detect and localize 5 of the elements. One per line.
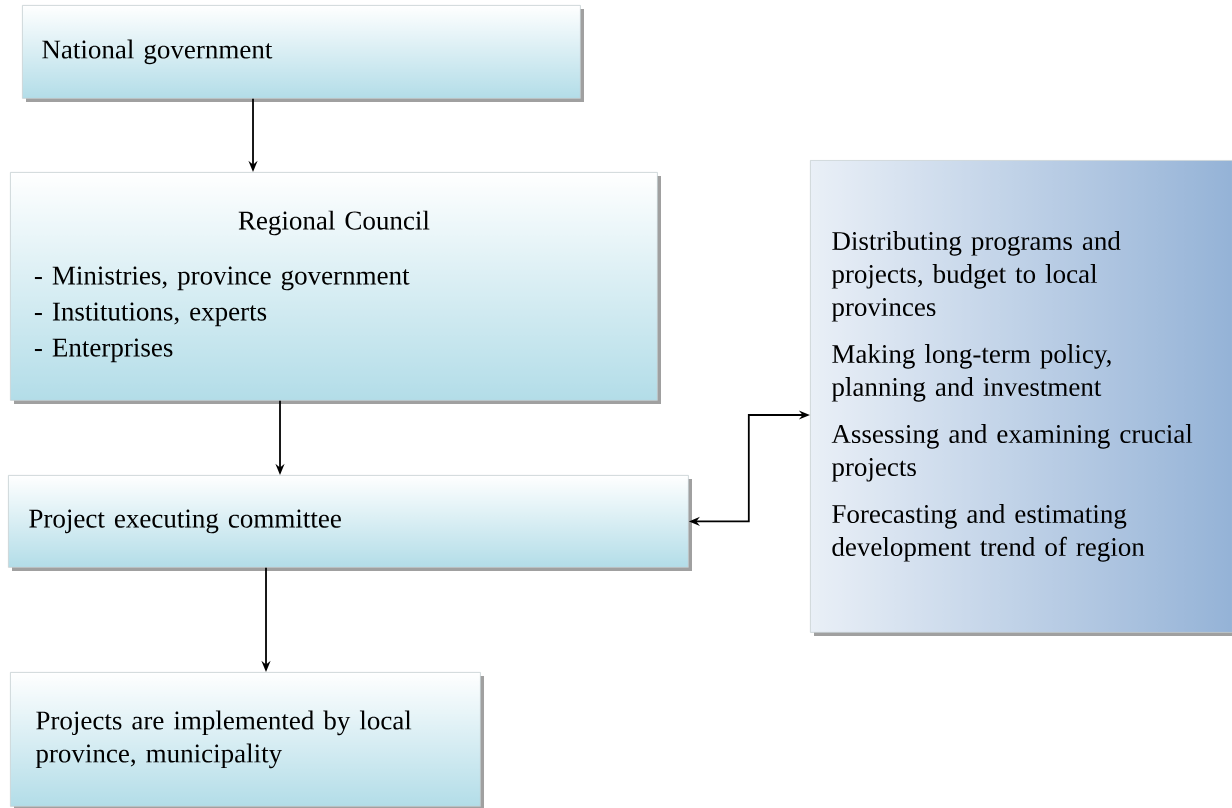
process-box: Regional Council - Ministries, province government - Institutions, experts - Enterprises	[10, 172, 661, 404]
process-box: Project executing committee	[8, 475, 692, 571]
process-box: Distributing programs and projects, budget to local provinces Making long-term policy, planning and investment Assessing and examining crucial projects Forecasting and estimating development trend of region	[810, 160, 1232, 636]
process-box: National government	[22, 5, 584, 102]
process-box: Projects are implemented by local province, municipality	[10, 672, 484, 808]
